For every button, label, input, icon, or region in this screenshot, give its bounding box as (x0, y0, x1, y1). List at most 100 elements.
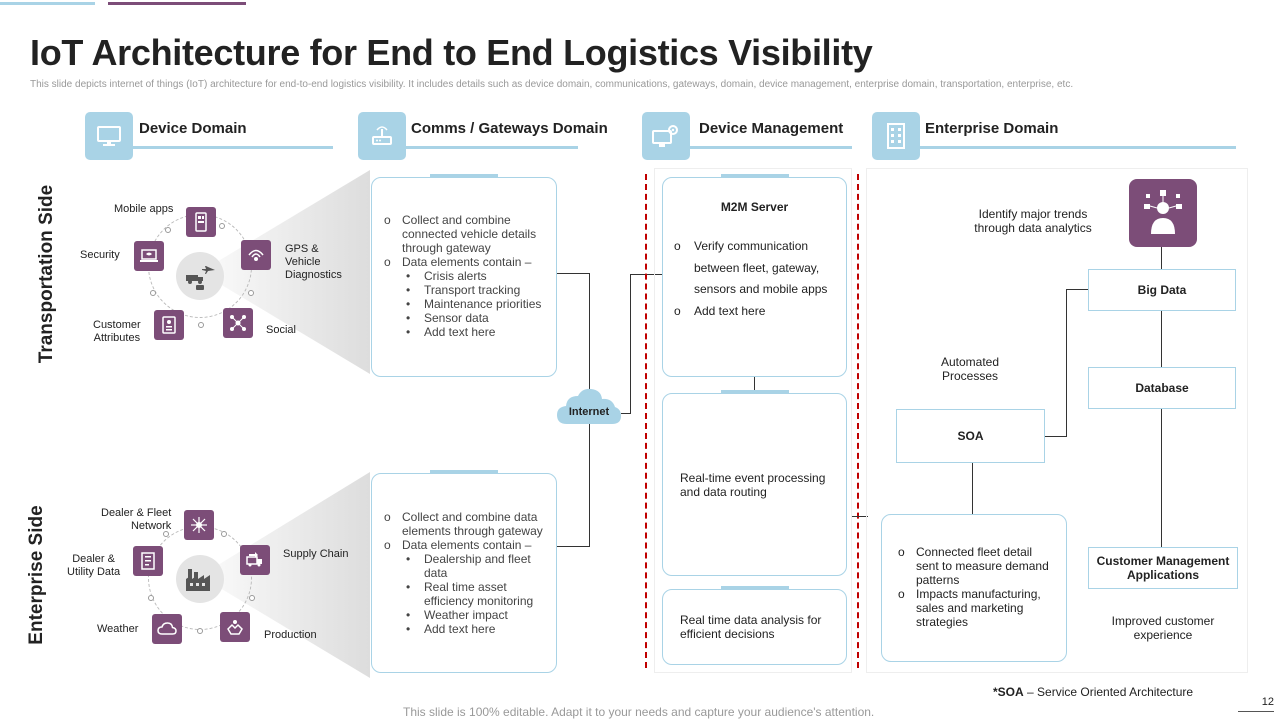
supply-chain-icon (240, 545, 270, 575)
comms-enterprise-sub-item: Weather impact (424, 608, 508, 622)
factory-hub-icon (176, 555, 224, 603)
ring-dot (197, 628, 203, 634)
soa-detail-item-1: Connected fleet detail sent to measure d… (916, 545, 1049, 587)
connector-line (1066, 289, 1088, 290)
m2m-item-1: Verify communication between fleet, gate… (694, 239, 828, 296)
top-accent-bar-blue (0, 2, 95, 5)
comms-enterprise-item-2: Data elements contain – (402, 538, 532, 552)
weather-cloud-icon (152, 614, 182, 644)
building-icon (872, 112, 920, 160)
comms-card-enterprise (371, 473, 557, 673)
database-box: Database (1088, 367, 1236, 409)
connector-line (1161, 311, 1162, 367)
transport-label-gps: GPS & Vehicle Diagnostics (285, 243, 342, 281)
domain-label-device-management: Device Management (699, 120, 844, 137)
comms-transport-item-2: Data elements contain – (402, 255, 532, 269)
connector-line (1066, 289, 1067, 437)
ring-dot (248, 290, 254, 296)
computer-gear-icon (642, 112, 690, 160)
big-data-box: Big Data (1088, 269, 1236, 311)
card-top-tab (430, 470, 498, 473)
card-top-tab (430, 174, 498, 177)
side-label-transportation: Transportation Side (36, 184, 57, 364)
connector-line (852, 516, 868, 517)
card-top-tab (721, 586, 789, 589)
ring-dot (150, 290, 156, 296)
soa-box: SOA (896, 409, 1045, 463)
enterprise-panel (866, 168, 1248, 673)
soa-detail-card (881, 514, 1067, 662)
comms-transport-item-1: Collect and combine connected vehicle de… (402, 213, 537, 255)
comms-enterprise-sub-item: Dealership and fleet data (424, 552, 531, 580)
connector-line (557, 273, 589, 274)
trends-note: Identify major trends through data analy… (974, 207, 1092, 235)
transport-fan-shape (200, 170, 370, 374)
connector-line (630, 274, 631, 414)
comms-transport-sub-item: Transport tracking (424, 283, 521, 297)
router-icon (358, 112, 406, 160)
comms-transport-sub-item: Add text here (424, 325, 496, 339)
transport-label-social: Social (266, 324, 296, 336)
enterprise-label-dealer-fleet: Dealer & Fleet Network (101, 507, 172, 532)
transport-label-customer: Customer Attributes (93, 319, 141, 344)
enterprise-label-supply-chain: Supply Chain (283, 548, 349, 560)
ring-dot (163, 531, 169, 537)
enterprise-label-weather: Weather (97, 623, 139, 635)
enterprise-fan-shape (200, 472, 370, 678)
dashed-divider-right (857, 174, 859, 668)
page-number-underline (1238, 711, 1274, 712)
ring-dot (165, 227, 171, 233)
comms-enterprise-sub-item: Add text here (424, 622, 496, 636)
top-accent-bar-purple (108, 2, 246, 5)
m2m-server-card (662, 177, 847, 377)
internet-label: Internet (568, 406, 610, 418)
domain-label-enterprise: Enterprise Domain (925, 120, 1059, 137)
m2m-item-2: Add text here (694, 303, 766, 318)
improved-experience-note: Improved customer experience (1111, 614, 1215, 642)
mobile-app-icon (186, 207, 216, 237)
domain-underline (406, 146, 578, 149)
transport-label-mobile-apps: Mobile apps (114, 203, 174, 215)
side-label-enterprise: Enterprise Side (26, 505, 47, 645)
domain-underline (920, 146, 1236, 149)
soa-footnote-text: – Service Oriented Architecture (1023, 685, 1194, 699)
monitor-icon (85, 112, 133, 160)
gps-signal-icon (241, 240, 271, 270)
connector-line (1045, 436, 1067, 437)
comms-transport-sub-item: Maintenance priorities (424, 297, 542, 311)
soa-detail-item-2: Impacts manufacturing, sales and marketi… (916, 587, 1041, 629)
event-processing-card (662, 393, 847, 576)
comms-card-transport (371, 177, 557, 377)
data-analytics-person-icon (1129, 179, 1197, 247)
connector-line (557, 546, 590, 547)
page-title: IoT Architecture for End to End Logistic… (30, 32, 873, 73)
ring-dot (249, 595, 255, 601)
page-subtitle: This slide depicts internet of things (I… (30, 79, 1074, 90)
transport-label-security: Security (80, 249, 120, 261)
enterprise-label-dealer-utility: Dealer & Utility Data (67, 553, 121, 578)
card-top-tab (721, 174, 789, 177)
data-analysis-text: Real time data analysis for efficient de… (680, 613, 822, 641)
customer-management-box: Customer Management Applications (1088, 547, 1238, 589)
ring-dot (221, 531, 227, 537)
ring-dot (198, 322, 204, 328)
network-icon (184, 510, 214, 540)
customer-attributes-icon (154, 310, 184, 340)
automated-processes-note: Automated Processes (940, 355, 1000, 383)
comms-transport-sub-item: Crisis alerts (424, 269, 487, 283)
truck-plane-hub-icon (176, 252, 224, 300)
domain-label-device: Device Domain (139, 120, 247, 137)
connector-line (1161, 409, 1162, 547)
event-processing-text: Real-time event processing and data rout… (680, 471, 826, 499)
connector-line (1161, 247, 1162, 269)
card-top-tab (721, 390, 789, 393)
domain-underline (690, 146, 852, 149)
connector-line (621, 413, 631, 414)
ring-dot (219, 223, 225, 229)
data-analysis-card (662, 589, 847, 665)
internet-cloud-icon (557, 388, 621, 424)
security-laptop-icon (134, 241, 164, 271)
dashed-divider-left (645, 174, 647, 668)
connector-line (754, 377, 755, 393)
